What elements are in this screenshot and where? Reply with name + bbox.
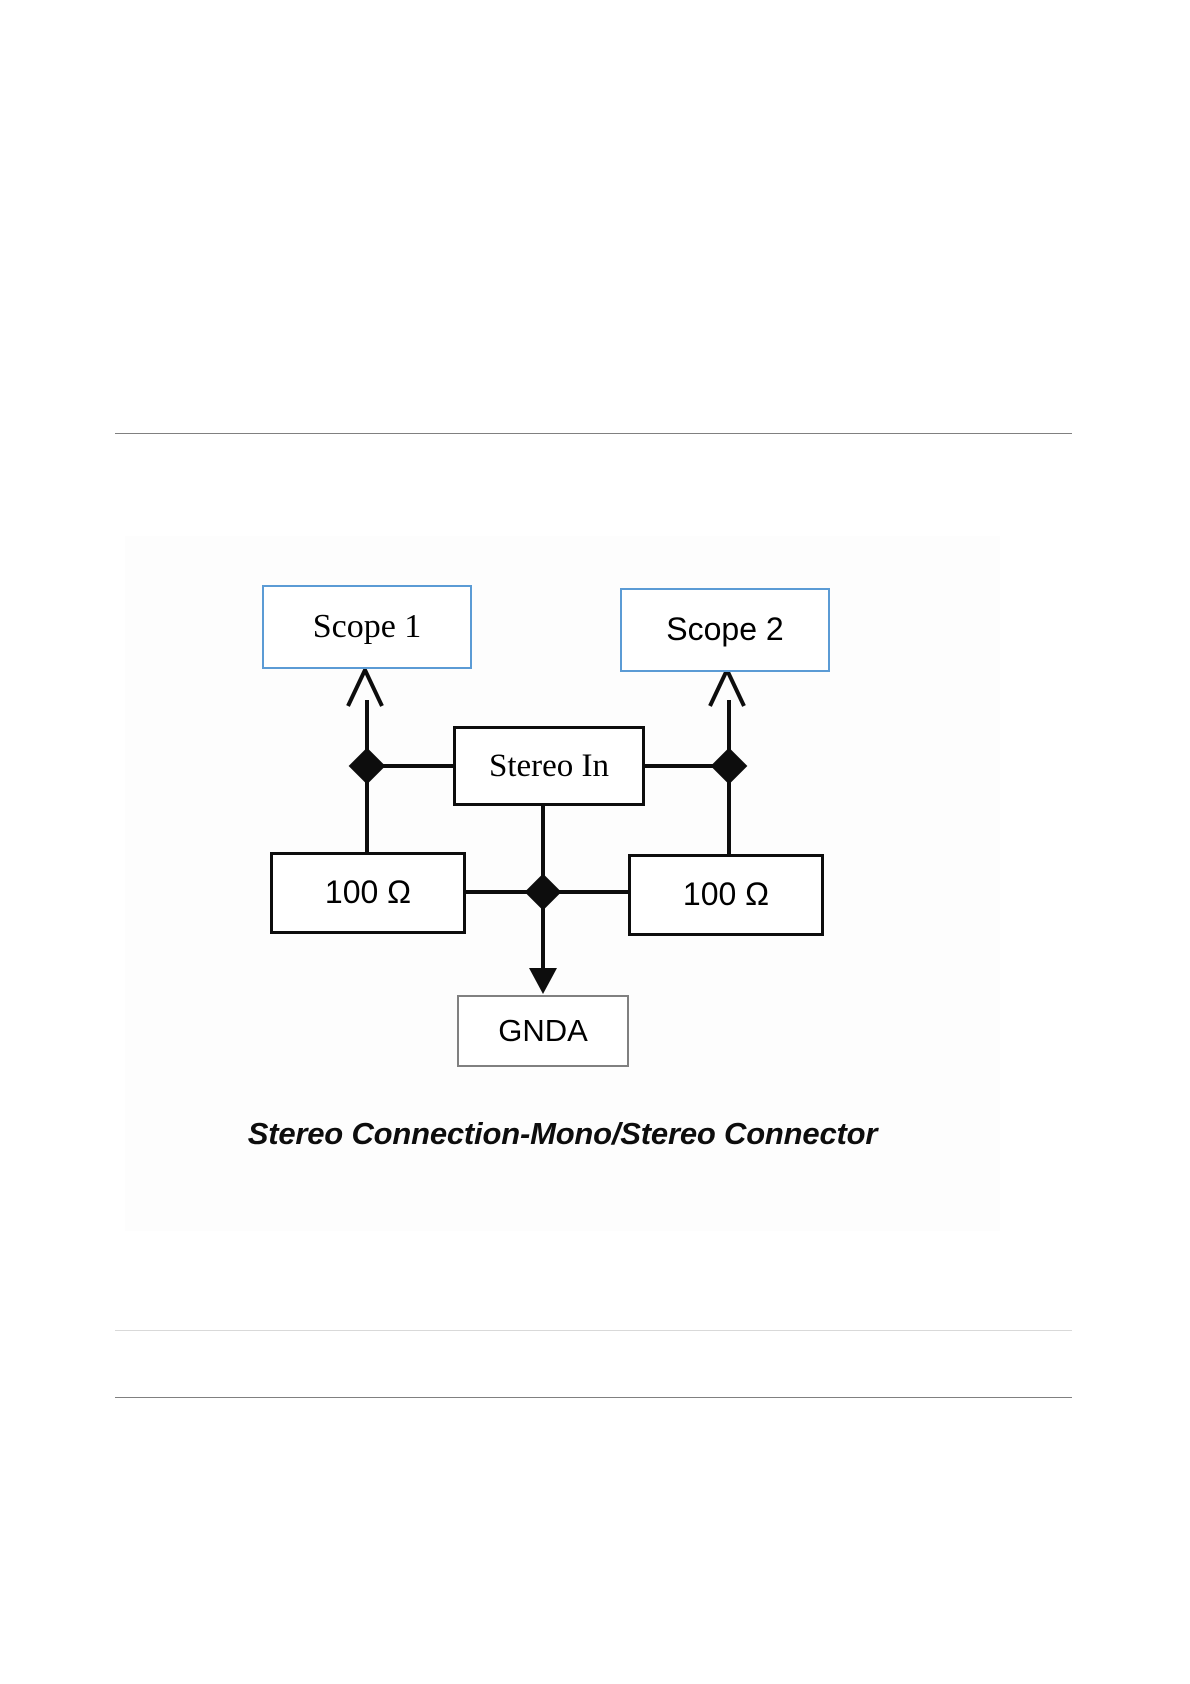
- wire-left-junction-to-scope1: [365, 700, 369, 766]
- arrowhead-down-gnda-icon: [529, 968, 557, 994]
- node-resistor-left: 100 Ω: [270, 852, 466, 934]
- node-gnda: GNDA: [457, 995, 629, 1067]
- wire-stereo-to-right-junction: [642, 764, 728, 768]
- header-rule: [115, 433, 1072, 434]
- wire-stereo-to-center-junction: [541, 804, 545, 886]
- figure-caption: Stereo Connection-Mono/Stereo Connector: [247, 1116, 878, 1151]
- wire-left-resistor-to-center-junction: [463, 890, 541, 894]
- footer-rule: [115, 1397, 1072, 1398]
- node-stereo-in: Stereo In: [453, 726, 645, 806]
- wire-right-junction-to-scope2: [727, 700, 731, 766]
- node-resistor-right: 100 Ω: [628, 854, 824, 936]
- wire-right-junction-to-resistor: [727, 768, 731, 856]
- arrowhead-up-scope2-icon: [708, 666, 746, 707]
- wire-center-junction-to-gnda: [541, 894, 545, 972]
- wire-stereo-to-left-junction: [370, 764, 456, 768]
- footer-rule-light: [115, 1330, 1072, 1331]
- node-scope-2: Scope 2: [620, 588, 830, 672]
- arrowhead-up-scope1-icon: [346, 666, 384, 707]
- wire-left-junction-to-resistor: [365, 768, 369, 854]
- wire-center-junction-to-right-resistor: [545, 890, 631, 894]
- node-scope-1: Scope 1: [262, 585, 472, 669]
